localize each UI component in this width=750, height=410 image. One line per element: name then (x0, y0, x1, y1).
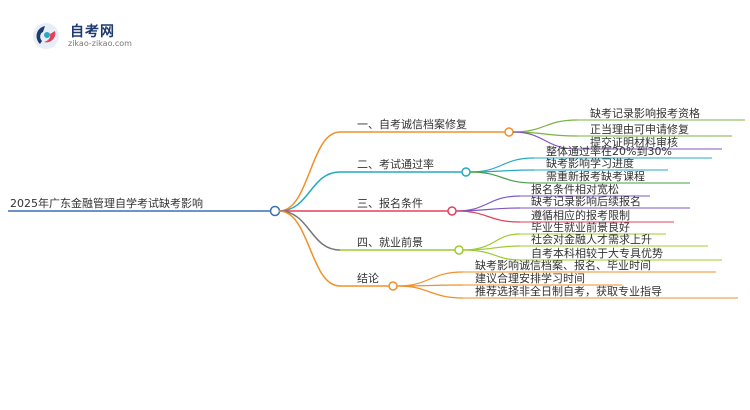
branch-label: 一、自考诚信档案修复 (357, 117, 467, 131)
branch-link (278, 210, 341, 251)
site-logo[interactable]: 自考网 zikao-zikao.com (30, 20, 140, 52)
leaf-label: 毕业生就业前景良好 (531, 220, 630, 234)
leaf-item[interactable]: 遵循相应的报考限制 (520, 208, 674, 223)
branch-connector (454, 245, 464, 255)
leaf-label: 正当理由可申请修复 (590, 122, 689, 136)
branch-conclusion[interactable]: 结论 缺考影响诚信档案、报名、毕业时间 建议合理安排学习时间 推荐选择非全日制自… (278, 210, 738, 299)
leaf-label: 报名条件相对宽松 (531, 182, 619, 196)
branch-label: 结论 (357, 271, 379, 285)
branch-link (278, 171, 341, 212)
branch-label: 二、考试通过率 (357, 157, 434, 171)
leaf-label: 缺考记录影响后续报名 (531, 194, 641, 208)
leaf-label: 提交证明材料审核 (590, 135, 678, 149)
branch-label: 四、就业前景 (357, 235, 423, 249)
leaf-item[interactable]: 整体通过率在20%到30% (534, 144, 712, 159)
leaf-item[interactable]: 社会对金融人才需求上升 (520, 232, 708, 247)
leaf-item[interactable]: 提交证明材料审核 (577, 135, 722, 150)
leaf-item[interactable]: 报名条件相对宽松 (520, 182, 650, 197)
leaf-label: 遵循相应的报考限制 (531, 208, 630, 222)
leaf-item[interactable]: 缺考记录影响报考资格 (577, 106, 745, 121)
leaf-label: 缺考影响诚信档案、报名、毕业时间 (475, 258, 651, 272)
leaf-label: 社会对金融人才需求上升 (531, 232, 652, 246)
leaf-item[interactable]: 正当理由可申请修复 (577, 122, 732, 137)
branch-employment[interactable]: 四、就业前景 毕业生就业前景良好 社会对金融人才需求上升 自考本科相较于大专具优… (278, 210, 722, 261)
branch-link (278, 210, 341, 287)
branch-registration[interactable]: 三、报名条件 报名条件相对宽松 缺考记录影响后续报名 遵循相应的报考限制 (278, 182, 690, 223)
leaf-item[interactable]: 缺考影响诚信档案、报名、毕业时间 (463, 258, 716, 273)
branch-integrity-file[interactable]: 一、自考诚信档案修复 缺考记录影响报考资格 正当理由可申请修复 提交证明材料审核 (278, 106, 745, 212)
leaf-label: 推荐选择非全日制自考，获取专业指导 (475, 284, 662, 298)
leaf-label: 整体通过率在20%到30% (546, 144, 672, 158)
leaf-label: 自考本科相较于大专具优势 (531, 246, 663, 260)
leaf-item[interactable]: 推荐选择非全日制自考，获取专业指导 (463, 284, 738, 299)
logo-title: 自考网 (70, 24, 115, 40)
leaf-label: 缺考影响学习进度 (546, 156, 634, 170)
branch-link (278, 131, 341, 212)
logo-subtitle: zikao-zikao.com (68, 39, 132, 48)
leaf-item[interactable]: 缺考记录影响后续报名 (520, 194, 690, 209)
leaf-item[interactable]: 自考本科相较于大专具优势 (520, 246, 722, 261)
branch-connector (504, 127, 514, 137)
logo-mark-icon (33, 23, 59, 49)
leaf-item[interactable]: 建议合理安排学习时间 (463, 271, 622, 286)
branch-label: 三、报名条件 (357, 196, 423, 210)
leaf-item[interactable]: 毕业生就业前景良好 (520, 220, 666, 235)
root-node[interactable]: 2025年广东金融管理自学考试缺考影响 (8, 196, 281, 217)
root-connector (269, 205, 281, 217)
leaf-item[interactable]: 需重新报考缺考课程 (534, 169, 690, 184)
leaf-item[interactable]: 缺考影响学习进度 (534, 156, 668, 171)
root-label: 2025年广东金融管理自学考试缺考影响 (10, 196, 203, 210)
branch-pass-rate[interactable]: 二、考试通过率 整体通过率在20%到30% 缺考影响学习进度 需重新报考缺考课程 (278, 144, 712, 212)
branch-connector (461, 167, 471, 177)
leaf-label: 缺考记录影响报考资格 (590, 106, 700, 120)
leaf-label: 建议合理安排学习时间 (475, 271, 585, 285)
branch-connector (447, 206, 457, 216)
leaf-label: 需重新报考缺考课程 (546, 169, 645, 183)
branch-connector (388, 281, 398, 291)
